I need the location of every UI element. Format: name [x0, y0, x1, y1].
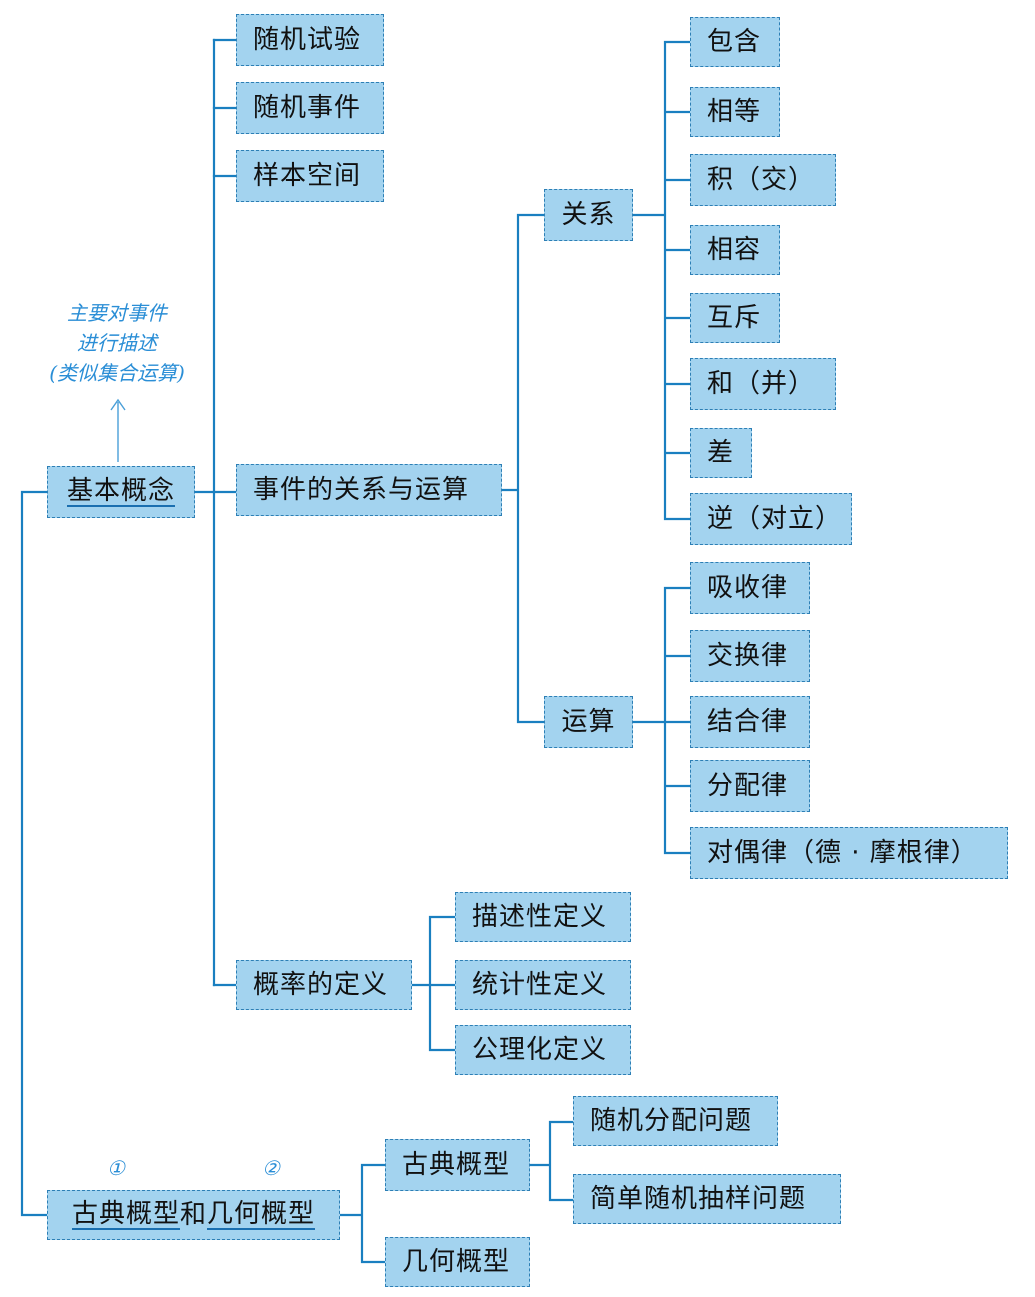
node-descriptive-definition: 描述性定义	[455, 892, 631, 942]
node-relations: 关系	[544, 189, 633, 241]
node-inclusion: 包含	[690, 17, 780, 67]
circled-mark-two: ②	[262, 1156, 280, 1180]
connector-classical-children	[528, 1120, 575, 1202]
node-random-event: 随机事件	[236, 82, 384, 134]
connector-definition-children	[410, 915, 457, 1052]
connector-relations-ops-spine	[500, 213, 546, 724]
node-random-allocation: 随机分配问题	[573, 1096, 778, 1146]
node-sum-union: 和（并）	[690, 358, 836, 410]
node-basic-concepts: 基本概念	[47, 466, 195, 518]
annotation-line-1: 主要对事件	[67, 301, 167, 325]
node-product-intersection: 积（交）	[690, 154, 836, 206]
node-duality-law: 对偶律（德 · 摩根律）	[690, 827, 1008, 879]
node-associative-law: 结合律	[690, 696, 810, 748]
node-difference: 差	[690, 428, 752, 478]
node-operations: 运算	[544, 696, 633, 748]
node-equality: 相等	[690, 87, 780, 137]
node-classical-model: 古典概型	[385, 1139, 530, 1191]
connector-relations-children	[631, 40, 692, 521]
connector-operations-children	[631, 586, 692, 855]
node-sample-space: 样本空间	[236, 150, 384, 202]
node-models-part1: 古典概型	[71, 1198, 180, 1230]
node-models-part2: 和	[179, 1200, 207, 1230]
node-commutative-law: 交换律	[690, 630, 810, 682]
node-compatible: 相容	[690, 225, 780, 275]
node-absorption-law: 吸收律	[690, 562, 810, 614]
node-mutually-exclusive: 互斥	[690, 293, 780, 343]
node-basic-concepts-label: 基本概念	[66, 475, 175, 507]
node-probability-definition: 概率的定义	[236, 960, 412, 1010]
node-classical-and-geometric-models: 古典概型和几何概型	[47, 1190, 340, 1240]
node-distributive-law: 分配律	[690, 760, 810, 812]
node-geometric-model: 几何概型	[385, 1237, 530, 1287]
node-complement-opposite: 逆（对立）	[690, 493, 852, 545]
node-axiomatic-definition: 公理化定义	[455, 1025, 631, 1075]
node-statistical-definition: 统计性定义	[455, 960, 631, 1010]
node-models-part3: 几何概型	[207, 1198, 316, 1230]
annotation-note: 主要对事件 进行描述 (类似集合运算)	[22, 298, 212, 388]
node-event-relations-operations: 事件的关系与运算	[236, 464, 502, 516]
connector-root	[20, 490, 49, 1217]
node-simple-random-sampling: 简单随机抽样问题	[573, 1174, 841, 1224]
connector-models-children	[338, 1163, 387, 1264]
node-random-experiment: 随机试验	[236, 14, 384, 66]
annotation-line-2: 进行描述	[77, 331, 157, 355]
circled-mark-one: ①	[107, 1156, 125, 1180]
annotation-line-3: (类似集合运算)	[49, 361, 185, 385]
annotation-arrow	[110, 398, 126, 462]
